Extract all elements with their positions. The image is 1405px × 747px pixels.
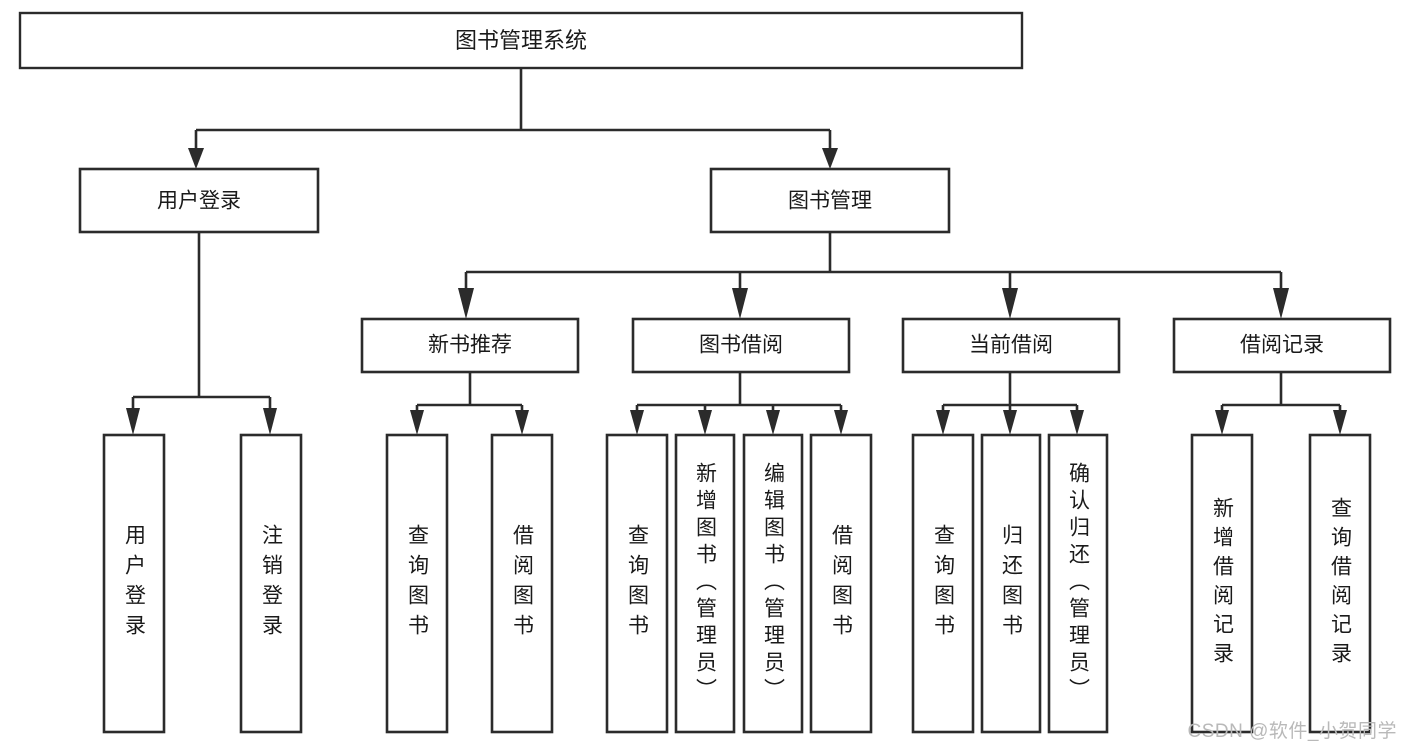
arrow-root-to-book-management [822,148,838,169]
node-current-borrow-label: 当前借阅 [969,334,1053,357]
leaf-edit-book-box[interactable] [742,433,804,734]
leaf-logout-login-box[interactable] [239,433,303,734]
leaf-query-book-1-box[interactable] [385,433,449,734]
node-book-borrow-label: 图书借阅 [699,334,783,357]
node-new-book-recommend-box[interactable] [360,317,580,374]
leaf-user-login[interactable] [102,433,166,734]
leaf-return-book[interactable] [980,433,1042,734]
leaf-query-record-box[interactable] [1308,433,1372,734]
leaf-add-record[interactable] [1190,433,1254,734]
node-book-management-label: 图书管理 [788,190,872,213]
arrow-bb-to-leaf1 [630,410,644,435]
leaf-user-login-box[interactable] [102,433,166,734]
connector-group [126,68,1347,435]
arrow-bb-to-leaf3 [766,410,780,435]
arrow-nbr-to-leaf1 [410,410,424,435]
leaf-query-record[interactable] [1308,433,1372,734]
arrow-bm-to-nbr [458,288,474,319]
arrow-bm-to-bb [732,288,748,319]
leaf-borrow-book-2-box[interactable] [809,433,873,734]
node-root[interactable]: 图书管理系统 [18,11,1024,70]
arrow-ul-to-leaf1 [126,408,140,435]
leaf-query-book-3-box[interactable] [911,433,975,734]
leaf-borrow-book-1[interactable] [490,433,554,734]
leaf-add-record-box[interactable] [1190,433,1254,734]
node-borrow-record-label: 借阅记录 [1240,334,1324,357]
node-book-management[interactable]: 图书管理 [709,167,951,234]
leaf-add-book-box[interactable] [674,433,736,734]
node-borrow-record[interactable]: 借阅记录 [1172,317,1392,374]
node-current-borrow-box[interactable] [901,317,1121,374]
node-root-box[interactable] [18,11,1024,70]
leaf-query-book-2-box[interactable] [605,433,669,734]
leaf-edit-book[interactable] [742,433,804,734]
node-new-book-recommend[interactable]: 新书推荐 [360,317,580,374]
arrow-cb-to-leaf1 [936,410,950,435]
arrow-nbr-to-leaf2 [515,410,529,435]
leaf-query-book-2[interactable] [605,433,669,734]
arrow-bm-to-br [1273,288,1289,319]
arrow-br-to-leaf1 [1215,410,1229,435]
leaf-confirm-return-box[interactable] [1047,433,1109,734]
arrow-br-to-leaf2 [1333,410,1347,435]
leaf-add-book[interactable] [674,433,736,734]
leaf-confirm-return[interactable] [1047,433,1109,734]
arrow-cb-to-leaf2 [1003,410,1017,435]
node-book-borrow-box[interactable] [631,317,851,374]
node-user-login-box[interactable] [78,167,320,234]
arrow-ul-to-leaf2 [263,408,277,435]
leaf-logout-login[interactable] [239,433,303,734]
node-new-book-recommend-label: 新书推荐 [428,334,512,357]
node-root-label: 图书管理系统 [455,28,587,53]
arrow-bb-to-leaf4 [834,410,848,435]
arrow-bm-to-cb [1002,288,1018,319]
arrow-bb-to-leaf2 [698,410,712,435]
node-current-borrow[interactable]: 当前借阅 [901,317,1121,374]
leaf-borrow-book-1-box[interactable] [490,433,554,734]
arrow-root-to-user-login [188,148,204,169]
leaf-query-book-1[interactable] [385,433,449,734]
leaf-query-book-3[interactable] [911,433,975,734]
node-user-login-label: 用户登录 [157,190,241,213]
leaf-borrow-book-2[interactable] [809,433,873,734]
leaf-return-book-box[interactable] [980,433,1042,734]
node-borrow-record-box[interactable] [1172,317,1392,374]
arrow-cb-to-leaf3 [1070,410,1084,435]
node-user-login[interactable]: 用户登录 [78,167,320,234]
node-book-management-box[interactable] [709,167,951,234]
node-book-borrow[interactable]: 图书借阅 [631,317,851,374]
